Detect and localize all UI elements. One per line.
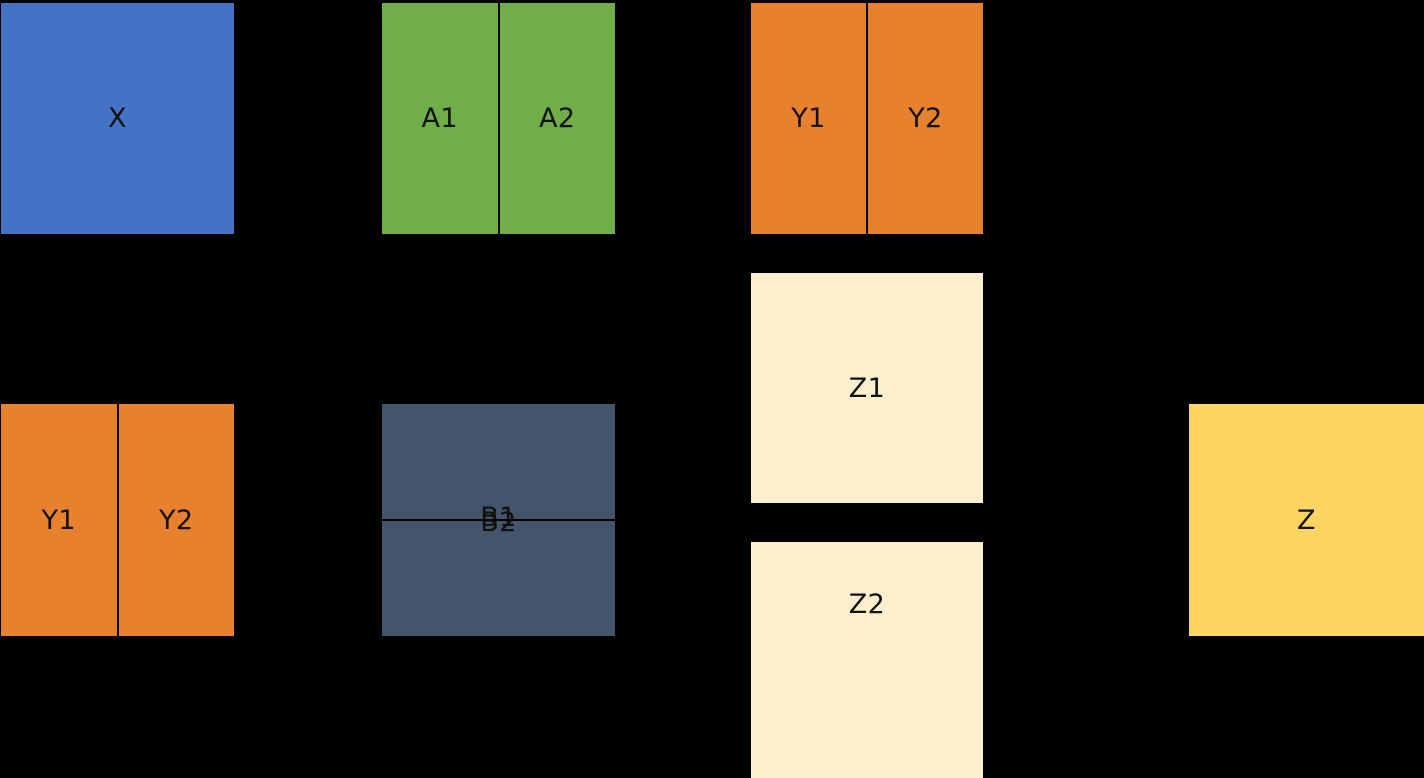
block-z1-cell[interactable]: Z1 — [751, 273, 983, 503]
block-a-cell-a2[interactable]: A2 — [497, 3, 616, 234]
block-y-top[interactable]: Y1 Y2 — [751, 3, 983, 234]
block-z2-label: Z2 — [848, 588, 886, 620]
block-a-cell-a1[interactable]: A1 — [382, 3, 498, 234]
block-z-label: Z — [1297, 504, 1316, 536]
block-z1[interactable]: Z1 — [751, 273, 983, 503]
block-x-cell[interactable]: X — [1, 3, 234, 234]
block-a1-label: A1 — [421, 103, 458, 134]
block-b-cell-b2[interactable]: B2 — [382, 509, 615, 636]
block-b1-label: B1 — [480, 502, 517, 533]
block-y1-top-label: Y1 — [791, 103, 826, 134]
block-y2-bottom-label: Y2 — [159, 504, 194, 536]
block-z1-label: Z1 — [848, 372, 886, 404]
block-y-top-cell-y1[interactable]: Y1 — [751, 3, 866, 234]
block-b-cell-b1[interactable]: B1 — [382, 404, 615, 531]
block-x[interactable]: X — [1, 3, 234, 234]
block-x-label: X — [108, 103, 127, 134]
block-y2-top-label: Y2 — [908, 103, 943, 134]
block-z-cell[interactable]: Z — [1189, 404, 1424, 636]
block-z2[interactable]: Z2 — [751, 542, 983, 778]
block-z[interactable]: Z — [1189, 404, 1424, 636]
block-a[interactable]: A1 A2 — [382, 3, 615, 234]
block-b2-label: B2 — [480, 507, 517, 538]
block-y-bottom-cell-y2[interactable]: Y2 — [116, 404, 235, 636]
block-z2-cell[interactable]: Z2 — [751, 542, 983, 778]
block-a2-label: A2 — [539, 103, 576, 134]
block-y-bottom[interactable]: Y1 Y2 — [1, 404, 234, 636]
block-y-top-cell-y2[interactable]: Y2 — [866, 3, 983, 234]
block-y1-bottom-label: Y1 — [41, 504, 76, 536]
block-y-bottom-cell-y1[interactable]: Y1 — [1, 404, 117, 636]
block-b[interactable]: B1 B2 — [382, 404, 615, 636]
